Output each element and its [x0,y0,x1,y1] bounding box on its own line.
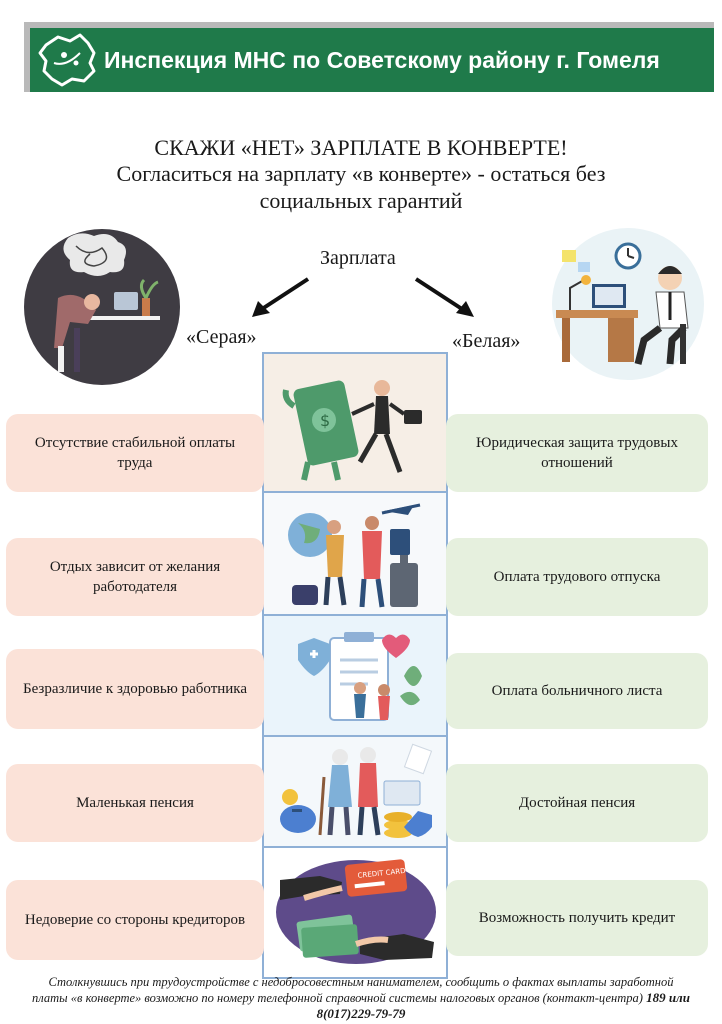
illustration-column: $ [262,352,448,979]
white-item-2: Оплата трудового отпуска [446,538,708,616]
split-arrows-icon [252,277,474,317]
cell-money-thief: $ [264,354,446,493]
grey-salary-label: «Серая» [186,326,257,348]
svg-text:$: $ [320,411,330,430]
white-salary-label: «Белая» [452,330,521,352]
white-item-5: Возможность получить кредит [446,880,708,956]
footer-note: Столкнувшись при трудоустройстве с недоб… [30,974,692,1022]
footer-phone: 189 или 8(017)229-79-79 [316,990,690,1021]
white-item-1: Юридическая защита трудовых отношений [446,414,708,492]
grey-item-2: Отдых зависит от желания работодателя [6,538,264,616]
header-banner: Инспекция МНС по Советскому району г. Го… [24,22,714,92]
salary-label: Зарплата [320,247,396,269]
cell-health [264,616,446,737]
subheadline-line-2: социальных гарантий [259,188,463,213]
credit-card-icon: CREDIT CARD [276,859,436,964]
white-item-3: Оплата больничного листа [446,653,708,729]
relaxed-worker-icon [552,228,704,380]
footer-text: Столкнувшись при трудоустройстве с недоб… [32,975,674,1005]
cell-credit: CREDIT CARD [264,848,446,977]
travel-icon [288,503,421,608]
money-thief-icon: $ [282,380,422,481]
health-insurance-icon [298,632,422,721]
header-title: Инспекция МНС по Советскому району г. Го… [104,46,660,73]
cell-travel [264,493,446,616]
grey-item-3: Безразличие к здоровью работника [6,649,264,729]
headline: СКАЖИ «НЕТ» ЗАРПЛАТЕ В КОНВЕРТЕ! [154,135,568,160]
pension-icon [280,743,433,838]
grey-item-5: Недоверие со стороны кредиторов [6,880,264,960]
white-item-4: Достойная пенсия [446,764,708,842]
grey-item-4: Маленькая пенсия [6,764,264,842]
grey-item-1: Отсутствие стабильной оплаты труда [6,414,264,492]
subheadline-line-1: Согласиться на зарплату «в конверте» - о… [116,161,606,186]
stressed-worker-icon [24,229,180,385]
cell-pension [264,737,446,848]
belarus-map-icon [38,33,96,87]
